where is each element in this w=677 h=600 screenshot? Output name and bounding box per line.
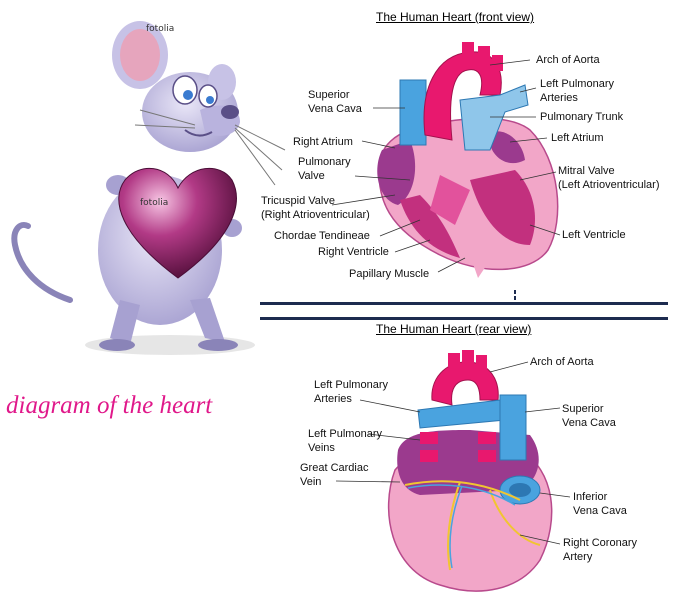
label-rear-left-pulmonary-arteries-1: Left Pulmonary bbox=[314, 379, 388, 391]
label-left-pulmonary-arteries-1: Left Pulmonary bbox=[540, 78, 614, 90]
label-rear-left-pulmonary-veins-2: Veins bbox=[308, 442, 335, 454]
label-right-ventricle: Right Ventricle bbox=[318, 246, 389, 258]
label-rear-inferior-vena-cava-1: Inferior bbox=[573, 491, 608, 503]
divider bbox=[260, 290, 668, 320]
label-tricuspid-valve-1: Tricuspid Valve bbox=[261, 195, 335, 207]
label-mitral-valve-2: (Left Atrioventricular) bbox=[558, 179, 660, 191]
rear-leader-lines bbox=[335, 361, 571, 545]
label-rear-great-cardiac-vein-1: Great Cardiac bbox=[300, 462, 369, 474]
label-right-atrium: Right Atrium bbox=[293, 136, 353, 148]
label-arch-of-aorta: Arch of Aorta bbox=[536, 54, 600, 66]
label-tricuspid-valve-2: (Right Atrioventricular) bbox=[261, 209, 370, 221]
label-pulmonary-valve-2: Valve bbox=[298, 170, 325, 182]
front-leader-lines bbox=[331, 59, 561, 273]
label-rear-left-pulmonary-veins-1: Left Pulmonary bbox=[308, 428, 382, 440]
label-superior-vena-cava-1: Superior bbox=[308, 89, 350, 101]
label-rear-right-coronary-artery-1: Right Coronary bbox=[563, 537, 637, 549]
label-mitral-valve-1: Mitral Valve bbox=[558, 165, 615, 177]
caption: diagram of the heart bbox=[6, 392, 213, 419]
label-rear-left-pulmonary-arteries-2: Arteries bbox=[314, 393, 352, 405]
label-left-ventricle: Left Ventricle bbox=[562, 229, 626, 241]
label-rear-superior-vena-cava-2: Vena Cava bbox=[562, 417, 616, 429]
heart-icon bbox=[118, 167, 237, 279]
front-title: The Human Heart (front view) bbox=[376, 10, 535, 24]
label-rear-right-coronary-artery-2: Artery bbox=[563, 551, 593, 563]
label-superior-vena-cava-2: Vena Cava bbox=[308, 103, 362, 115]
label-chordae-tendineae: Chordae Tendineae bbox=[274, 230, 370, 242]
rear-heart-illustration bbox=[387, 350, 553, 592]
label-papillary-muscle: Papillary Muscle bbox=[349, 268, 430, 280]
label-left-pulmonary-arteries-2: Arteries bbox=[540, 92, 578, 104]
label-rear-inferior-vena-cava-2: Vena Cava bbox=[573, 505, 627, 517]
label-left-atrium: Left Atrium bbox=[551, 132, 604, 144]
label-rear-superior-vena-cava-1: Superior bbox=[562, 403, 604, 415]
label-rear-arch-of-aorta: Arch of Aorta bbox=[530, 356, 594, 368]
label-rear-great-cardiac-vein-2: Vein bbox=[300, 476, 322, 488]
rear-title: The Human Heart (rear view) bbox=[376, 322, 532, 336]
watermark-heart: fotolia bbox=[140, 198, 169, 208]
watermark-top: fotolia bbox=[146, 24, 175, 34]
label-pulmonary-valve-1: Pulmonary bbox=[298, 156, 351, 168]
front-heart-illustration bbox=[377, 42, 559, 278]
label-pulmonary-trunk: Pulmonary Trunk bbox=[540, 111, 624, 123]
